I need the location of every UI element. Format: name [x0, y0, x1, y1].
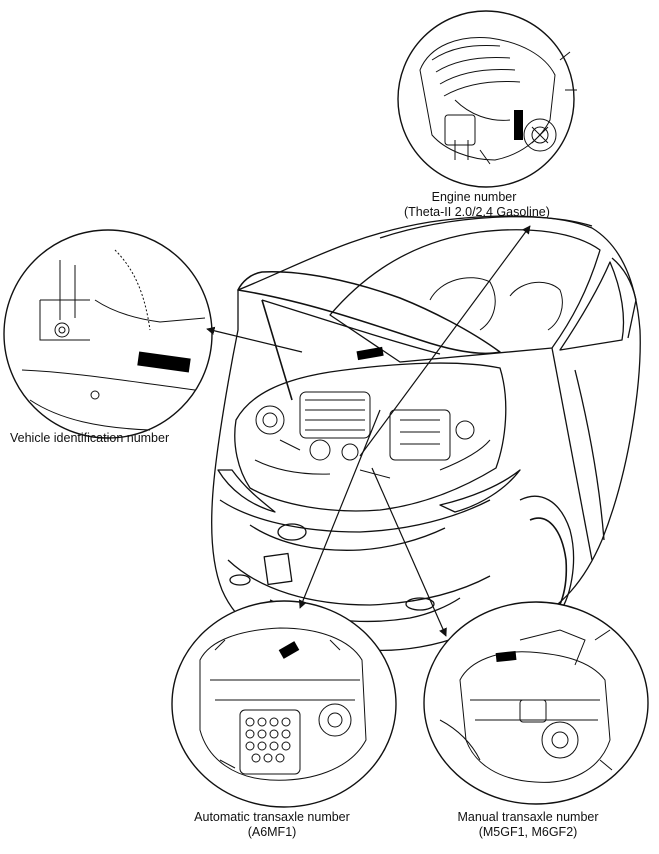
automatic-number-plate [278, 641, 300, 659]
lower-fascia [227, 559, 491, 606]
engine-sketch [419, 36, 577, 165]
engine-number-label-line1: Engine number [431, 190, 517, 204]
vin-plate [137, 351, 191, 373]
grille-opening [249, 524, 446, 551]
automatic-callout-circle [171, 600, 397, 808]
windshield [329, 229, 601, 363]
headlamp-left [217, 469, 276, 513]
fog-lamp-right [405, 597, 435, 611]
car-body-outline [210, 215, 641, 651]
manual-callout-circle [423, 601, 649, 805]
emblem [277, 523, 307, 541]
side-window-rear [611, 257, 637, 339]
manual-transaxle-label-line1: Manual transaxle number [457, 810, 599, 824]
manual-number-plate [495, 650, 517, 663]
engine-number-callout [397, 10, 577, 188]
engine-number-label: Engine number (Theta-II 2.0/2.4 Gasoline… [404, 190, 550, 220]
engine-number-plate [514, 110, 523, 140]
open-hood [237, 270, 501, 354]
door-line [574, 369, 605, 541]
engine-bay-outline [234, 362, 507, 512]
hood-inner-edge [261, 299, 441, 355]
pointer-arrows [206, 225, 531, 637]
automatic-transaxle-label-line1: Automatic transaxle number [194, 810, 350, 824]
side-window-front [559, 261, 625, 351]
engine-callout-circle [397, 10, 575, 188]
vin-callout [3, 229, 213, 439]
automatic-transaxle-callout [171, 600, 397, 808]
automatic-transaxle-label: Automatic transaxle number (A6MF1) [172, 810, 372, 840]
a-pillar [551, 347, 593, 561]
engine-components [254, 391, 491, 479]
hood-label-plate [356, 346, 384, 361]
fog-lamp-left [229, 574, 251, 586]
arrow-to-manual [371, 467, 447, 637]
arrow-to-vin [206, 326, 303, 353]
engine-number-label-line2: (Theta-II 2.0/2.4 Gasoline) [404, 205, 550, 219]
license-plate [263, 552, 293, 586]
wheel-arch [519, 495, 575, 619]
front-bumper [219, 499, 491, 533]
vin-label-line1: Vehicle identification number [10, 431, 170, 445]
vehicle-illustration [210, 215, 641, 651]
interior-seats [429, 277, 563, 331]
arrow-to-automatic [298, 409, 381, 609]
automatic-transaxle-label-line2: (A6MF1) [247, 825, 297, 839]
manual-transaxle-callout [423, 601, 649, 805]
headlamp-right [439, 469, 521, 513]
manual-transaxle-label: Manual transaxle number (M5GF1, M6GF2) [428, 810, 628, 840]
vin-callout-circle [3, 229, 213, 439]
manual-transaxle-label-line2: (M5GF1, M6GF2) [478, 825, 578, 839]
hood-prop-rod [261, 299, 293, 401]
vin-sketch [21, 249, 206, 431]
vin-label: Vehicle identification number [10, 431, 169, 446]
arrow-to-engine [359, 225, 531, 457]
roofline [379, 216, 593, 239]
automatic-sketch [199, 627, 367, 781]
